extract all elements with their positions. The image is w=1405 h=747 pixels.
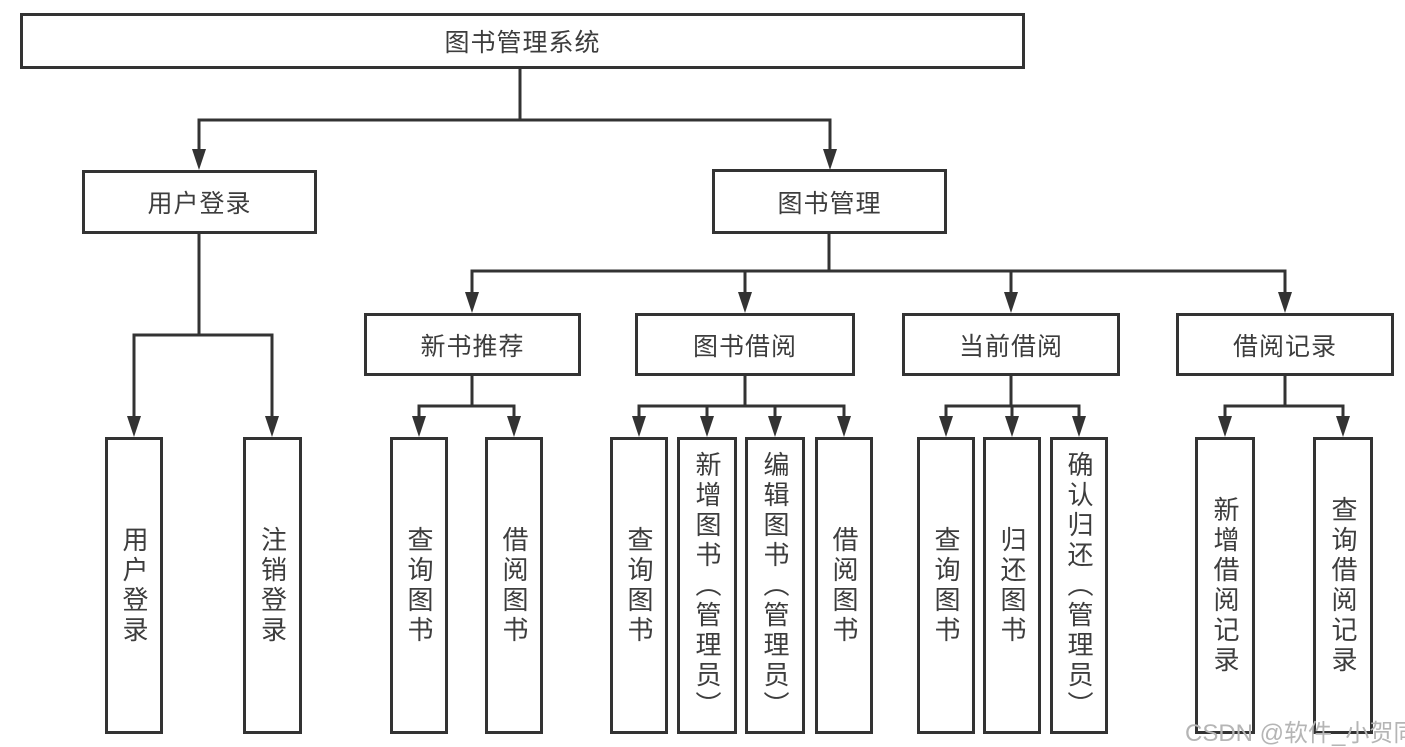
node-current-borrow: 当前借阅: [902, 313, 1120, 376]
leaf-label: 新增图书（管理员）: [692, 450, 722, 721]
node-root: 图书管理系统: [20, 13, 1025, 69]
leaf-label: 借阅图书: [499, 525, 529, 646]
leaf-label: 归还图书: [997, 525, 1027, 646]
leaf-bb-query-books: 查询图书: [610, 437, 668, 734]
leaf-bb-edit-books-admin: 编辑图书（管理员）: [745, 437, 805, 734]
leaf-bb-add-books-admin: 新增图书（管理员）: [677, 437, 737, 734]
leaf-label: 注销登录: [257, 525, 288, 646]
node-book-borrow: 图书借阅: [635, 313, 855, 376]
leaf-logout: 注销登录: [243, 437, 302, 734]
leaf-cb-query-books: 查询图书: [917, 437, 975, 734]
leaf-user-login: 用户登录: [105, 437, 163, 734]
leaf-cb-return-books: 归还图书: [983, 437, 1041, 734]
csdn-watermark: CSDN @软件_小贺同学: [1185, 720, 1405, 747]
leaf-br-query-record: 查询借阅记录: [1313, 437, 1373, 734]
leaf-label: 借阅图书: [829, 525, 859, 646]
leaf-label: 确认归还（管理员）: [1064, 450, 1094, 721]
leaf-label: 查询图书: [931, 525, 961, 646]
leaf-label: 查询图书: [404, 525, 434, 646]
leaf-bb-borrow-books: 借阅图书: [815, 437, 873, 734]
leaf-br-add-record: 新增借阅记录: [1195, 437, 1255, 734]
leaf-label: 查询图书: [624, 525, 654, 646]
leaf-cb-confirm-return-admin: 确认归还（管理员）: [1050, 437, 1108, 734]
leaf-label: 新增借阅记录: [1210, 495, 1240, 676]
node-borrow-records: 借阅记录: [1176, 313, 1394, 376]
node-book-management: 图书管理: [712, 169, 947, 234]
leaf-nbr-borrow-books: 借阅图书: [485, 437, 543, 734]
node-user-login: 用户登录: [82, 170, 317, 234]
leaf-label: 用户登录: [119, 525, 149, 646]
node-new-book-recommend: 新书推荐: [364, 313, 581, 376]
leaf-label: 查询借阅记录: [1328, 495, 1358, 676]
leaf-label: 编辑图书（管理员）: [760, 450, 790, 721]
leaf-nbr-query-books: 查询图书: [390, 437, 448, 734]
